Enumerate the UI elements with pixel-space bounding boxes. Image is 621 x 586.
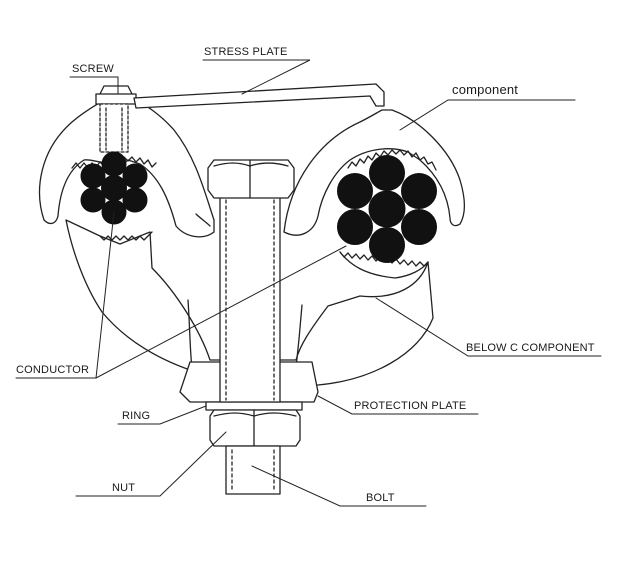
nut-leader [76,432,226,496]
nut [210,410,300,446]
screw-leader [70,77,118,94]
conductor-label: CONDUCTOR [16,364,90,376]
below-c-component-label: BELOW C COMPONENT [466,342,595,354]
stress-plate [134,84,384,108]
below-c-leader [376,298,601,356]
below-c-component [66,220,433,386]
bolt-label: BOLT [366,492,395,504]
ring-leader [118,406,206,424]
component-leader [400,100,575,130]
right-upper-component [284,110,465,235]
right-conductor [338,156,437,263]
protection-plate-leader [318,396,478,414]
bolt-shaft-lower [226,446,280,494]
screw-label: SCREW [72,63,114,75]
protection-plate-label: PROTECTION PLATE [354,400,467,412]
component-label: component [452,82,519,97]
screw-head [96,94,136,104]
left-upper-component [40,100,214,237]
ring-washer [206,402,302,410]
left-lower-jaw [100,232,152,240]
screw-body [100,104,128,152]
stress-plate-label: STRESS PLATE [204,46,288,58]
left-conductor [81,152,147,224]
nut-label: NUT [112,482,136,494]
ring-label: RING [122,410,151,422]
top-nut [208,160,294,198]
bolt-shaft [220,196,280,402]
bolt-leader [252,466,426,506]
stress-plate-leader [203,60,310,94]
